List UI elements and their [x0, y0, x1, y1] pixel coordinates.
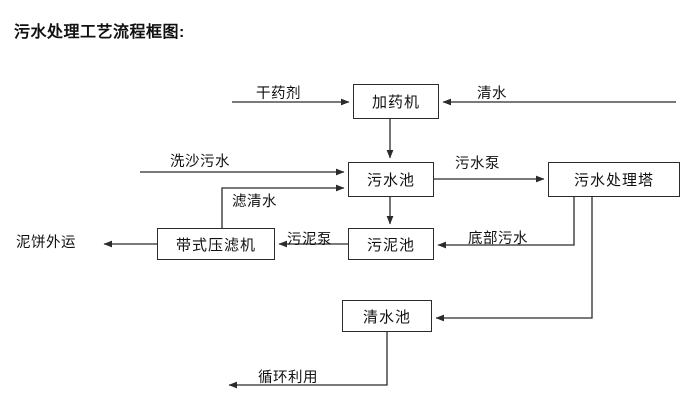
- node-label: 清水池: [362, 308, 411, 326]
- node-label: 污水处理塔: [573, 172, 654, 189]
- node-treatment-tower[interactable]: 污水处理塔: [548, 162, 680, 197]
- edge-label-sewage-pump: 污水泵: [455, 156, 500, 172]
- terminal-label-mud-cake-export: 泥饼外运: [16, 235, 76, 251]
- edge-label-recycle-reuse: 循环利用: [258, 370, 318, 386]
- edge-label-clean-water: 清水: [477, 86, 507, 102]
- edge-label-sludge-pump: 污泥泵: [287, 232, 332, 248]
- edge-label-sand-wash-sewage: 洗沙污水: [170, 154, 230, 170]
- node-label: 带式压滤机: [175, 236, 256, 254]
- connector-tower-bottom-to-sludge-pool: [437, 197, 575, 249]
- node-label: 污水池: [366, 172, 415, 189]
- edge-label-bottom-sewage: 底部污水: [468, 231, 528, 247]
- node-dosing-machine[interactable]: 加药机: [353, 84, 439, 119]
- node-label: 污泥池: [366, 236, 415, 254]
- node-sludge-pool[interactable]: 污泥池: [348, 228, 434, 260]
- node-belt-filter-press[interactable]: 带式压滤机: [157, 228, 275, 260]
- node-clear-water-pool[interactable]: 清水池: [342, 300, 432, 332]
- node-label: 加药机: [371, 94, 420, 111]
- edge-label-dry-chemical: 干药剂: [256, 86, 301, 102]
- page-title: 污水处理工艺流程框图:: [14, 24, 185, 41]
- connector-clear-water-to-reuse: [228, 332, 388, 389]
- node-wastewater-pool[interactable]: 污水池: [348, 162, 434, 197]
- connector-tower-to-clear-water-pool: [435, 197, 593, 322]
- connector-filtrate-to-wastewater-pool: [221, 184, 345, 228]
- edge-label-filtered-clear-water: 滤清水: [232, 194, 277, 210]
